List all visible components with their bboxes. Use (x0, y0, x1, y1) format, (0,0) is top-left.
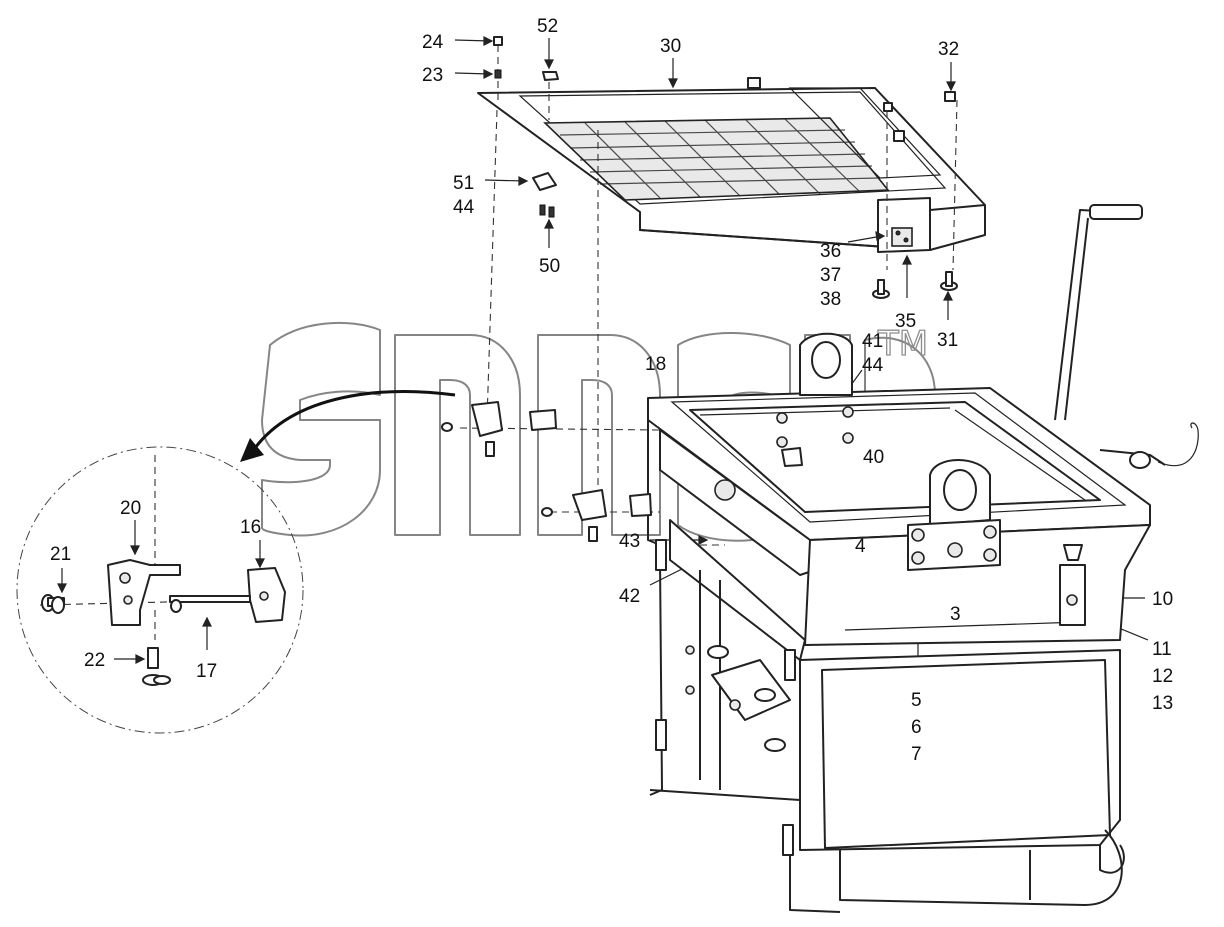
callout-38: 38 (820, 289, 841, 310)
callout-35: 35 (895, 311, 916, 332)
callout-22: 22 (84, 650, 105, 671)
detail-arrow (240, 390, 456, 462)
callout-12: 12 (1152, 666, 1173, 687)
detail-view (16, 446, 304, 734)
callout-24: 24 (422, 32, 444, 53)
callout-32: 32 (938, 39, 959, 60)
callout-44-mid: 44 (862, 355, 884, 376)
callout-42: 42 (619, 586, 640, 607)
callout-labels: 24 23 52 30 32 51 44 50 36 37 38 35 31 4… (50, 16, 1173, 765)
callout-10: 10 (1152, 589, 1173, 610)
callout-52: 52 (537, 16, 558, 37)
callout-41: 41 (862, 331, 883, 352)
callout-21: 21 (50, 544, 71, 565)
callout-5: 5 (911, 690, 922, 711)
top-hardware (493, 36, 958, 299)
grate-cover-assembly (477, 77, 986, 253)
callout-30: 30 (660, 36, 681, 57)
callout-18: 18 (645, 354, 666, 375)
callout-17: 17 (196, 661, 217, 682)
callout-44-top: 44 (453, 197, 475, 218)
callout-36: 36 (820, 241, 841, 262)
callout-11: 11 (1152, 639, 1172, 660)
callout-23: 23 (422, 65, 443, 86)
callout-20: 20 (120, 498, 141, 519)
callout-50: 50 (539, 256, 560, 277)
watermark-tm: TM (877, 324, 928, 364)
callout-43: 43 (619, 531, 640, 552)
hopper-frame (441, 204, 1199, 913)
callout-6: 6 (911, 717, 922, 738)
callout-13: 13 (1152, 693, 1173, 714)
callout-51: 51 (453, 173, 474, 194)
callout-7: 7 (911, 744, 922, 765)
callout-16: 16 (240, 517, 261, 538)
callout-40: 40 (863, 447, 884, 468)
callout-3: 3 (950, 604, 961, 625)
callout-4: 4 (855, 536, 866, 557)
callout-37: 37 (820, 265, 841, 286)
callout-31: 31 (937, 330, 958, 351)
